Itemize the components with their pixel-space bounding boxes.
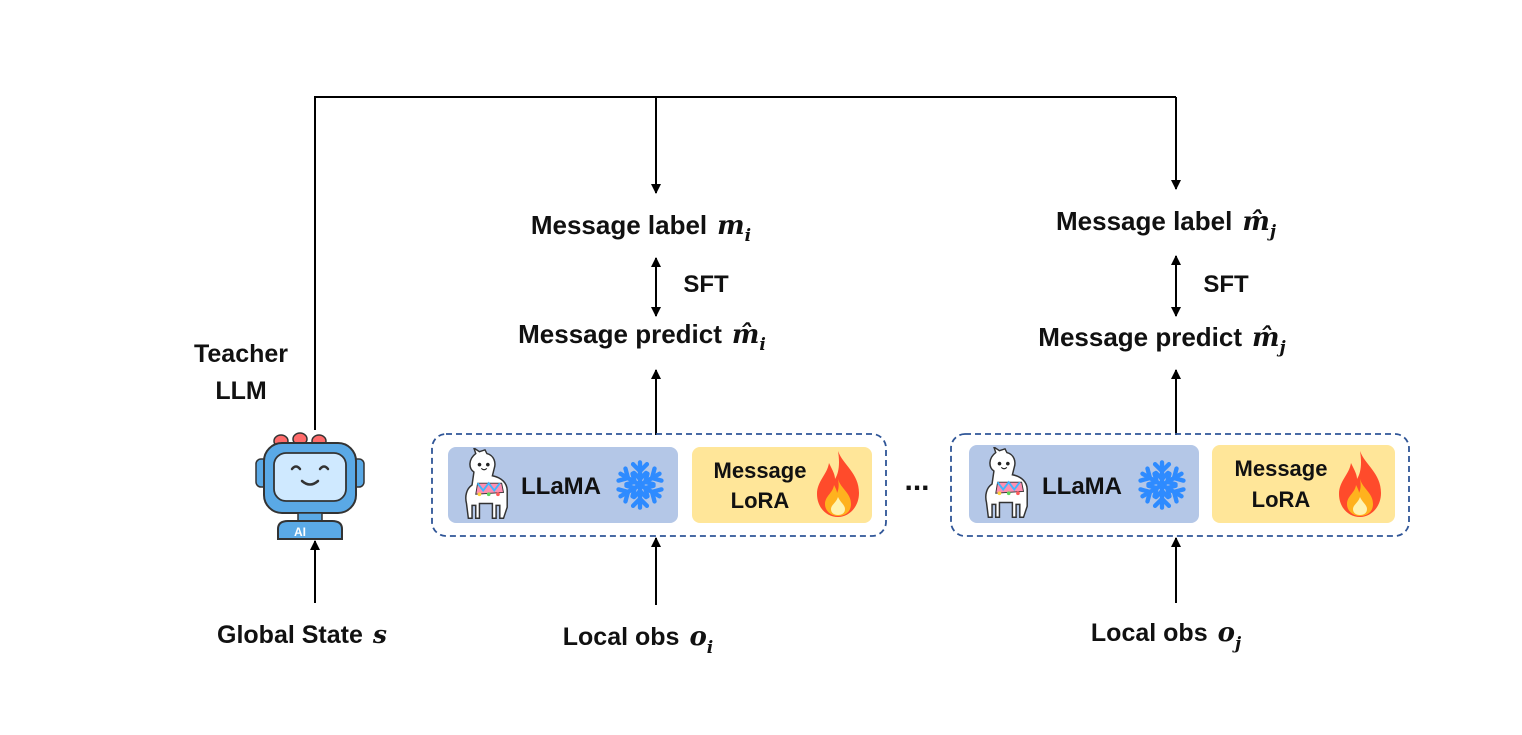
local-obs-label-i: Local obs oi (563, 622, 714, 658)
message-label-j: Message label m̂j (1056, 206, 1277, 242)
robot-icon: AI (255, 432, 365, 540)
lora-label-line2-j: LoRA (1252, 487, 1311, 512)
teacher-label-line1: Teacher (194, 340, 288, 368)
local-obs-label-j: Local obs oj (1091, 618, 1242, 654)
sft-label-j: SFT (1203, 271, 1249, 298)
agent-i: Message label mi SFT Message predict m̂i… (431, 210, 887, 658)
lora-label-line1-i: Message (714, 458, 807, 483)
lora-label-line1-j: Message (1235, 456, 1328, 481)
teacher-top-line (314, 96, 1176, 430)
teacher-label-line2: LLM (215, 377, 266, 405)
agent-model-box-i (431, 433, 887, 537)
agent-j: Message label m̂j SFT Message predict m̂… (950, 206, 1410, 654)
global-state-label: Global State s (217, 620, 387, 649)
message-label-i: Message label mi (531, 210, 751, 246)
agents-ellipsis: ... (904, 464, 929, 497)
lora-label-line2-i: LoRA (731, 488, 790, 513)
teacher-feedback-edges (314, 96, 1181, 430)
llama-label-i: LLaMA (521, 473, 601, 500)
llama-label-j: LLaMA (1042, 473, 1122, 500)
message-predict-j: Message predict m̂j (1038, 322, 1286, 358)
sft-label-i: SFT (683, 271, 729, 298)
message-predict-i: Message predict m̂i (518, 319, 766, 355)
agent-model-box-j (950, 433, 1410, 537)
robot-badge: AI (294, 525, 306, 539)
